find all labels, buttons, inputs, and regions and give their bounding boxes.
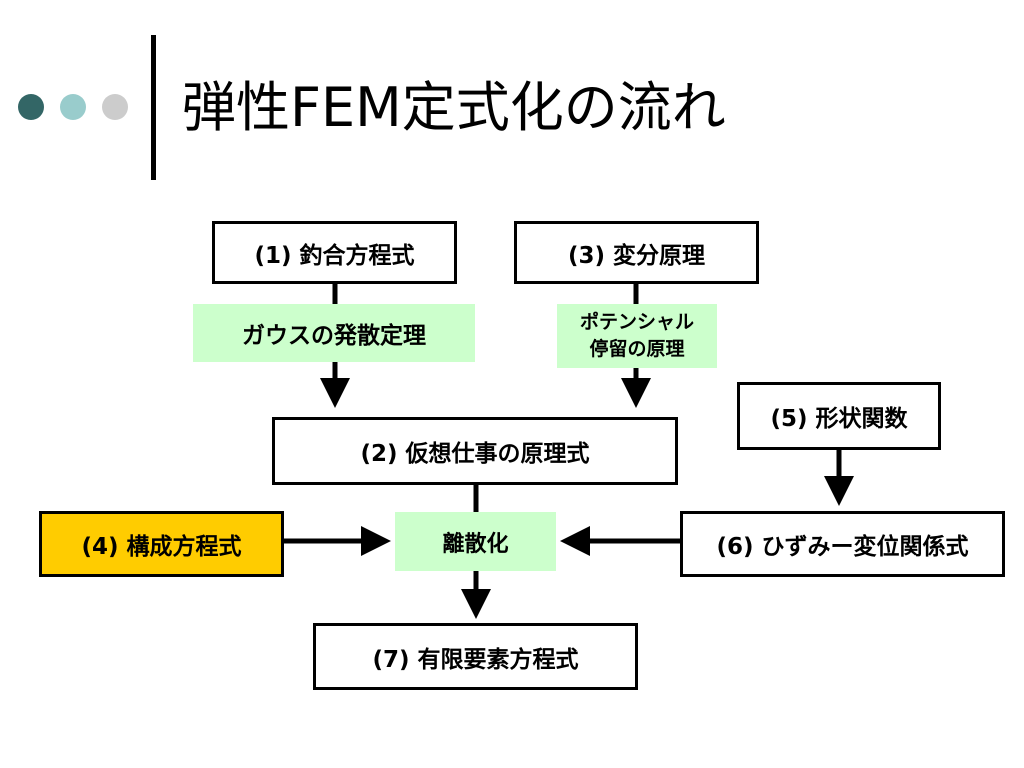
box-equilibrium-equation: (1) 釣合方程式 <box>212 221 457 284</box>
box-strain-displacement-relation: (6) ひずみー変位関係式 <box>680 511 1005 577</box>
slide-title: 弾性FEM定式化の流れ <box>182 76 726 139</box>
label-stationary-potential-line1: ポテンシャル <box>579 311 694 333</box>
accent-dot-gray <box>102 94 128 120</box>
box-variational-principle: (3) 変分原理 <box>514 221 759 284</box>
accent-dot-teal <box>60 94 86 120</box>
box-finite-element-equation: (7) 有限要素方程式 <box>313 623 638 690</box>
label-gauss-divergence-theorem: ガウスの発散定理 <box>193 304 475 362</box>
box-constitutive-equation: (4) 構成方程式 <box>39 511 284 577</box>
label-stationary-potential-line2: 停留の原理 <box>589 338 685 360</box>
accent-dot-dark <box>18 94 44 120</box>
box-virtual-work-principle: (2) 仮想仕事の原理式 <box>272 417 678 485</box>
box-shape-function: (5) 形状関数 <box>737 382 941 450</box>
label-discretization: 離散化 <box>395 512 556 571</box>
label-stationary-potential: ポテンシャル 停留の原理 <box>557 304 717 368</box>
title-divider <box>151 35 156 180</box>
